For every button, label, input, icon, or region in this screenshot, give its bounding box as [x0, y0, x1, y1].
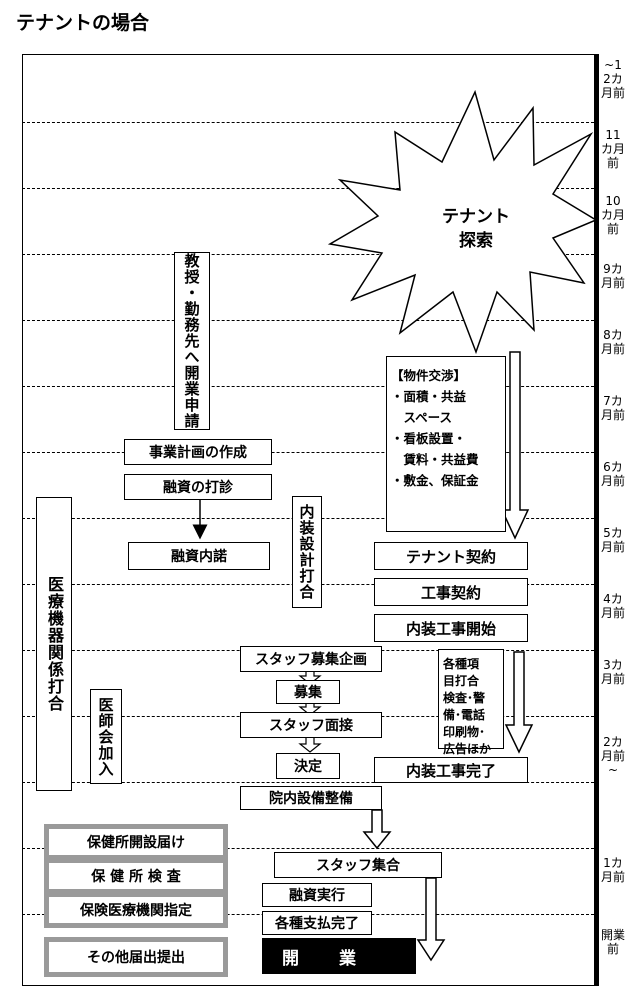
naiso-kanryo-box: 内装工事完了: [374, 757, 528, 783]
month-label: 7カ月前: [601, 394, 626, 422]
sonota-box: その他届出提出: [44, 937, 228, 977]
hoken-shitei-box: 保険医療機関指定: [44, 892, 228, 928]
koji-keiyaku-box: 工事契約: [374, 578, 528, 606]
month-label: ~12カ月前: [601, 58, 626, 100]
month-label: 開業前: [601, 928, 626, 956]
bukken-box: 【物件交渉】 ・面積・共益 スペース ・看板設置・ 賃料・共益費 ・敷金、保証金: [386, 356, 506, 532]
month-divider: [22, 320, 594, 321]
hollow-arrow-tenant: [500, 351, 530, 540]
kakushu-line: 印刷物･: [443, 725, 486, 739]
timeline-axis: [594, 54, 599, 986]
tenant-keiyaku-box: テナント契約: [374, 542, 528, 570]
bukken-item: ・敷金、保証金: [391, 473, 479, 488]
hollow-arrow-naiso: [504, 651, 534, 754]
month-label: 3カ月前: [601, 658, 626, 686]
hollow-arrow-innai: [362, 809, 392, 850]
naiso-sekkei-box: 内装設計打合: [292, 496, 322, 608]
month-divider: [22, 122, 594, 123]
kakushu-line: 検査･警: [443, 691, 486, 705]
month-label: 10カ月前: [601, 194, 626, 236]
month-label: 2カ月前~: [601, 735, 626, 777]
small-arrow-3: [298, 736, 322, 753]
staff-kikaku-box: スタッフ募集企画: [240, 646, 382, 672]
hollow-arrow-kaigyo: [416, 877, 446, 962]
jigyo-box: 事業計画の作成: [124, 439, 272, 465]
yushi-naidaku-box: 融資内諾: [128, 542, 270, 570]
naiso-kaishi-box: 内装工事開始: [374, 614, 528, 642]
kakushu-box: 各種項 目打合 検査･警 備･電話 印刷物･ 広告ほか: [438, 649, 504, 756]
month-label: 5カ月前: [601, 526, 626, 554]
kaigyo-box: 開業: [262, 938, 416, 974]
kakushu-line: 備･電話: [443, 708, 486, 722]
staff-shugo-box: スタッフ集合: [274, 852, 442, 878]
month-label: 4カ月前: [601, 592, 626, 620]
kettei-box: 決定: [276, 753, 340, 779]
month-label: 9カ月前: [601, 262, 626, 290]
kyoju-box: 教授・勤務先へ開業申請: [174, 252, 210, 430]
bukken-heading: 【物件交渉】: [391, 368, 467, 383]
staff-mensetsu-box: スタッフ面接: [240, 712, 382, 738]
bukken-item: スペース: [391, 410, 453, 425]
month-divider: [22, 254, 594, 255]
boshu-box: 募集: [276, 680, 340, 704]
shiharai-box: 各種支払完了: [262, 911, 372, 935]
month-divider: [22, 848, 594, 849]
month-divider: [22, 188, 594, 189]
iryo-box: 医療機器関係打合: [36, 497, 72, 791]
month-label: 6カ月前: [601, 460, 626, 488]
hokenjo-todoke-box: 保健所開設届け: [44, 824, 228, 860]
month-label: 1カ月前: [601, 856, 626, 884]
ishikai-box: 医師会加入: [90, 689, 122, 784]
yushi-dashin-box: 融資の打診: [124, 474, 272, 500]
month-divider: [22, 386, 594, 387]
page-title: テナントの場合: [16, 12, 150, 34]
hokenjo-kensa-box: 保 健 所 検 査: [44, 858, 228, 894]
kakushu-line: 各種項: [443, 657, 480, 671]
bukken-item: ・看板設置・: [391, 431, 467, 446]
month-divider: [22, 782, 594, 783]
burst-label: テナント探索: [442, 207, 510, 251]
month-label: 8カ月前: [601, 328, 626, 356]
bukken-item: ・面積・共益: [391, 389, 467, 404]
burst-star-shape: [327, 89, 598, 355]
kakushu-line: 目打合: [443, 674, 480, 688]
kakushu-line: 広告ほか: [443, 742, 492, 756]
month-label: 11カ月前: [601, 128, 626, 170]
innai-box: 院内設備整備: [240, 786, 382, 810]
yushi-jikko-box: 融資実行: [262, 883, 372, 907]
bukken-item: 賃料・共益費: [391, 452, 479, 467]
month-divider: [22, 452, 594, 453]
